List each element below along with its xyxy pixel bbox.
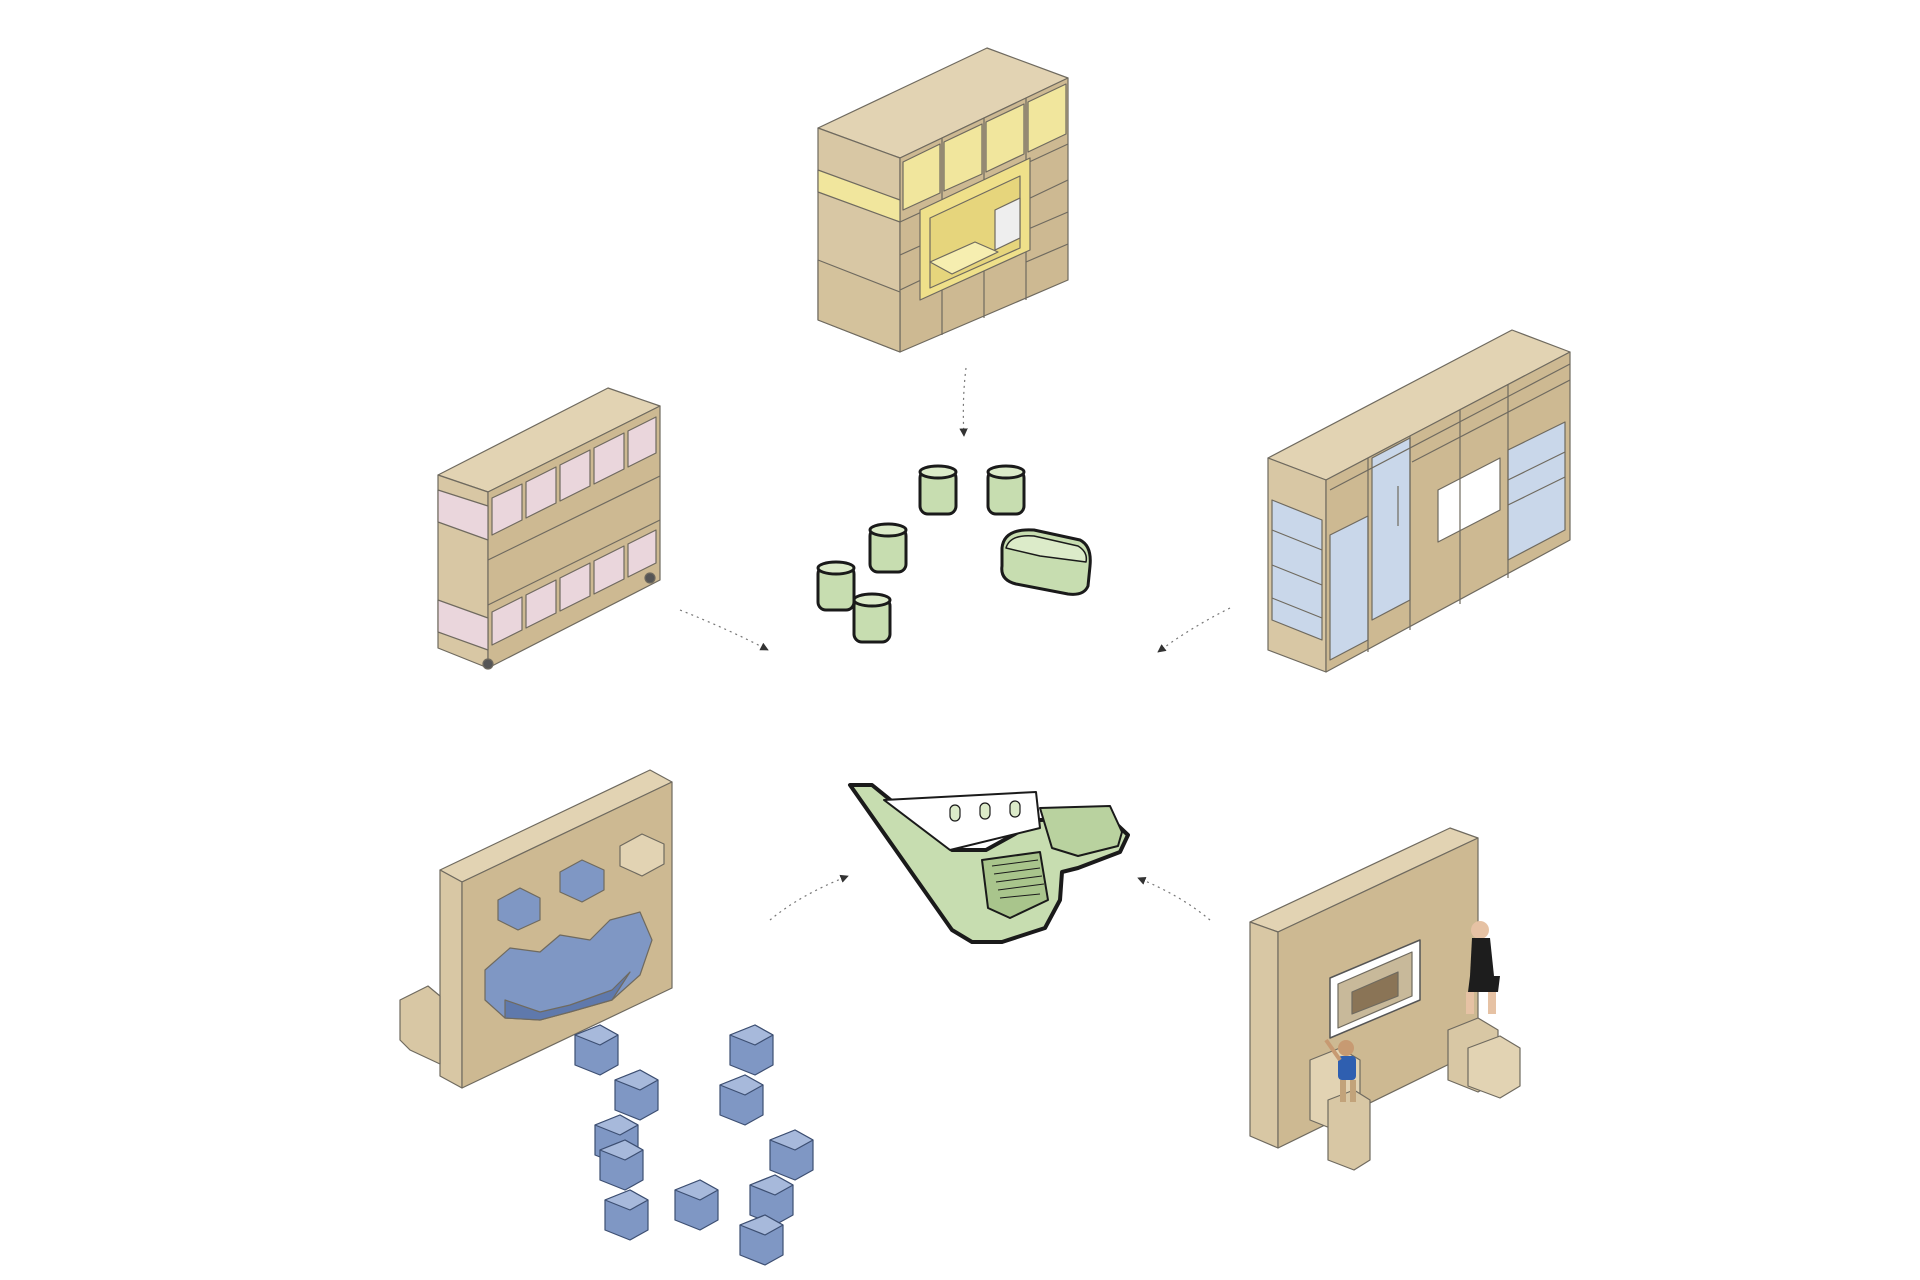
workspace-cabinet <box>817 47 1069 353</box>
hex-stool-8 <box>604 1189 649 1241</box>
bench <box>1000 528 1092 596</box>
green-seating <box>816 464 1092 644</box>
person-adult <box>1466 921 1500 1014</box>
mobile-shelf <box>437 387 661 670</box>
climbing-wall <box>399 769 673 1089</box>
hex-stool-1 <box>574 1024 619 1076</box>
display-wall <box>1249 827 1521 1171</box>
person-child <box>1324 1038 1356 1102</box>
stool-3 <box>868 522 908 574</box>
hex-stool-2 <box>729 1024 774 1076</box>
arrow-left <box>679 609 769 651</box>
hex-stool-9 <box>674 1179 719 1231</box>
hex-stool-6 <box>599 1139 644 1191</box>
stool-5 <box>852 592 892 644</box>
kitchen-storage-wall <box>1267 329 1571 673</box>
hex-stool-3 <box>614 1069 659 1121</box>
stool-4 <box>816 560 856 612</box>
floor-plan <box>848 783 1130 944</box>
stool-2 <box>986 464 1026 516</box>
stair-lines <box>991 859 1045 899</box>
arrow-bottom-right <box>1137 876 1211 921</box>
hex-stools <box>574 1024 814 1266</box>
connector-arrows <box>679 367 1231 921</box>
arrow-bottom-left <box>769 874 849 921</box>
arrow-top <box>959 367 968 437</box>
arrow-right <box>1157 607 1231 653</box>
hex-stool-4 <box>719 1074 764 1126</box>
plan-openings <box>949 800 1021 822</box>
stool-1 <box>918 464 958 516</box>
hex-stool-11 <box>739 1214 784 1266</box>
hex-stool-10 <box>749 1174 794 1226</box>
hex-stool-7 <box>769 1129 814 1181</box>
